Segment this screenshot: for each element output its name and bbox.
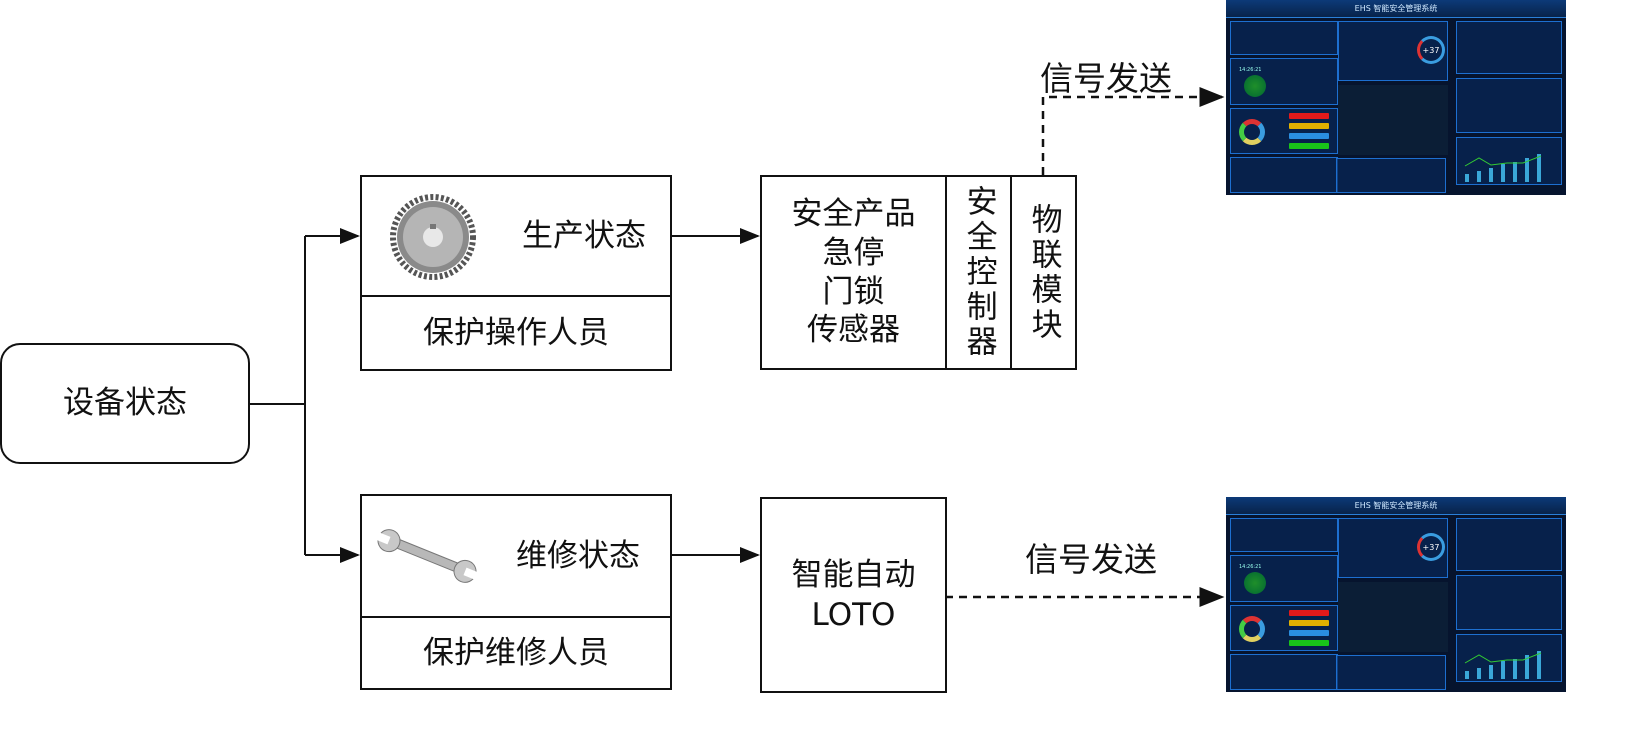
dashboard-title: EHS 智能安全管理系统 bbox=[1226, 0, 1566, 18]
donut-chart bbox=[1239, 119, 1265, 145]
dashboard-title: EHS 智能安全管理系统 bbox=[1226, 497, 1566, 515]
green-alert-bar bbox=[1289, 143, 1329, 149]
personnel-panel bbox=[1230, 157, 1338, 193]
menu-grid bbox=[1336, 158, 1446, 193]
warning-panel bbox=[1456, 21, 1562, 74]
loto-label: LOTO bbox=[811, 597, 896, 633]
door-lock-label: 门锁 bbox=[822, 273, 885, 310]
personnel-panel bbox=[1230, 654, 1338, 690]
production-state-label: 生产状态 bbox=[522, 217, 646, 254]
menu-grid bbox=[1336, 655, 1446, 690]
protect-maintainers-box: 保护维修人员 bbox=[360, 616, 672, 690]
green-alert-bar bbox=[1289, 640, 1329, 646]
red-alert-bar bbox=[1289, 610, 1329, 616]
count-badge: +37 bbox=[1417, 533, 1445, 561]
safety-product-label: 安全产品 bbox=[791, 196, 916, 232]
device-panel bbox=[1456, 78, 1562, 133]
clock-text: 14:26:21 bbox=[1239, 564, 1262, 570]
alarm-panel bbox=[1230, 108, 1338, 154]
safety-days-panel: 14:26:21 bbox=[1230, 58, 1338, 105]
dashed-signal-top bbox=[1041, 87, 1225, 175]
loto-box: 智能自动 LOTO bbox=[760, 497, 947, 693]
signal-send-label-top: 信号发送 bbox=[1040, 59, 1172, 98]
sensor-label: 传感器 bbox=[807, 312, 900, 349]
protect-maintainers-label: 保护维修人员 bbox=[423, 634, 609, 671]
clock-text: 14:26:21 bbox=[1239, 67, 1262, 73]
production-state-box: 生产状态 bbox=[360, 175, 672, 297]
ehs-dashboard-bottom: EHS 智能安全管理系统 14:26:21 +37 bbox=[1226, 497, 1566, 692]
safety-days-panel: 14:26:21 bbox=[1230, 555, 1338, 602]
loto-title-label: 智能自动 bbox=[791, 556, 916, 593]
alarm-panel bbox=[1230, 605, 1338, 651]
safety-products-box: 安全产品 急停 门锁 传感器 bbox=[760, 175, 947, 370]
ehs-dashboard-top: EHS 智能安全管理系统 14:26:21 +37 bbox=[1226, 0, 1566, 195]
protect-operators-box: 保护操作人员 bbox=[360, 295, 672, 371]
protect-operators-label: 保护操作人员 bbox=[423, 314, 609, 351]
gear-icon bbox=[390, 194, 476, 280]
device-panel bbox=[1456, 575, 1562, 630]
blue-alert-bar bbox=[1289, 133, 1329, 139]
login-panel bbox=[1230, 518, 1338, 552]
yellow-alert-bar bbox=[1289, 620, 1329, 626]
safety-controller-label: 安全控制器 bbox=[960, 185, 997, 360]
yellow-alert-bar bbox=[1289, 123, 1329, 129]
maintenance-state-label: 维修状态 bbox=[516, 537, 640, 574]
report-chart-panel bbox=[1456, 634, 1562, 682]
warning-panel bbox=[1456, 518, 1562, 571]
report-bar-chart bbox=[1464, 154, 1542, 182]
sop-panel: +37 bbox=[1338, 21, 1448, 81]
signal-send-label-bottom: 信号发送 bbox=[1025, 540, 1157, 579]
count-badge: +37 bbox=[1417, 36, 1445, 64]
device-state-box: 设备状态 bbox=[0, 343, 250, 464]
report-bar-chart bbox=[1464, 651, 1542, 679]
device-state-label: 设备状态 bbox=[63, 385, 187, 422]
iot-module-box: 物联模块 bbox=[1010, 175, 1077, 370]
radar-icon bbox=[1244, 572, 1266, 594]
map-area bbox=[1338, 85, 1448, 155]
red-alert-bar bbox=[1289, 113, 1329, 119]
safety-controller-box: 安全控制器 bbox=[945, 175, 1012, 370]
sop-panel: +37 bbox=[1338, 518, 1448, 578]
radar-icon bbox=[1244, 75, 1266, 97]
iot-module-label: 物联模块 bbox=[1025, 202, 1062, 343]
wrench-icon bbox=[376, 529, 478, 583]
map-area bbox=[1338, 582, 1448, 652]
maintenance-state-box: 维修状态 bbox=[360, 494, 672, 618]
login-panel bbox=[1230, 21, 1338, 55]
donut-chart bbox=[1239, 616, 1265, 642]
blue-alert-bar bbox=[1289, 630, 1329, 636]
emergency-stop-label: 急停 bbox=[822, 234, 885, 271]
report-chart-panel bbox=[1456, 137, 1562, 185]
